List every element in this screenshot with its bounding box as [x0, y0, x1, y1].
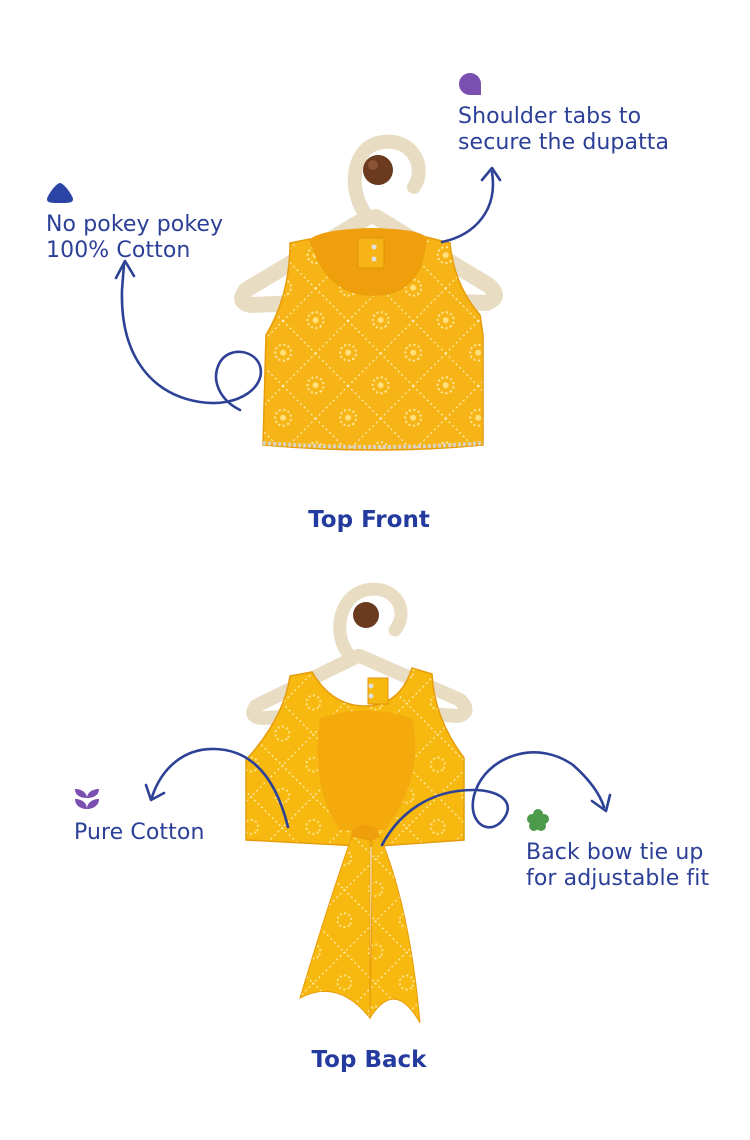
blue-triangle-blob-icon — [46, 182, 74, 204]
callout-line: Shoulder tabs to — [458, 104, 642, 129]
callout-pure-cotton: Pure Cotton — [74, 788, 205, 846]
purple-leaf-icon — [74, 788, 100, 810]
callout-line: secure the dupatta — [458, 130, 670, 155]
purple-drop-icon — [458, 72, 482, 96]
callout-line: for adjustable fit — [526, 866, 710, 891]
arrow-pure-cotton — [140, 745, 300, 835]
green-flower-icon — [526, 808, 550, 832]
callout-line: 100% Cotton — [46, 238, 191, 263]
callout-shoulder-tabs: Shoulder tabs to secure the dupatta — [458, 72, 669, 156]
callout-back-bow: Back bow tie up for adjustable fit — [526, 808, 709, 892]
caption-top-front: Top Front — [308, 507, 430, 533]
callout-line: No pokey pokey — [46, 212, 224, 237]
callout-line: Pure Cotton — [74, 820, 205, 845]
arrow-no-pokey — [100, 250, 300, 420]
top-front-image — [218, 125, 528, 470]
callout-line: Back bow tie up — [526, 840, 704, 865]
arrow-back-bow — [378, 745, 618, 855]
callout-no-pokey: No pokey pokey 100% Cotton — [46, 182, 223, 264]
arrow-shoulder-tabs — [440, 160, 520, 250]
caption-top-back: Top Back — [311, 1047, 427, 1073]
top-back-image — [220, 578, 520, 1038]
